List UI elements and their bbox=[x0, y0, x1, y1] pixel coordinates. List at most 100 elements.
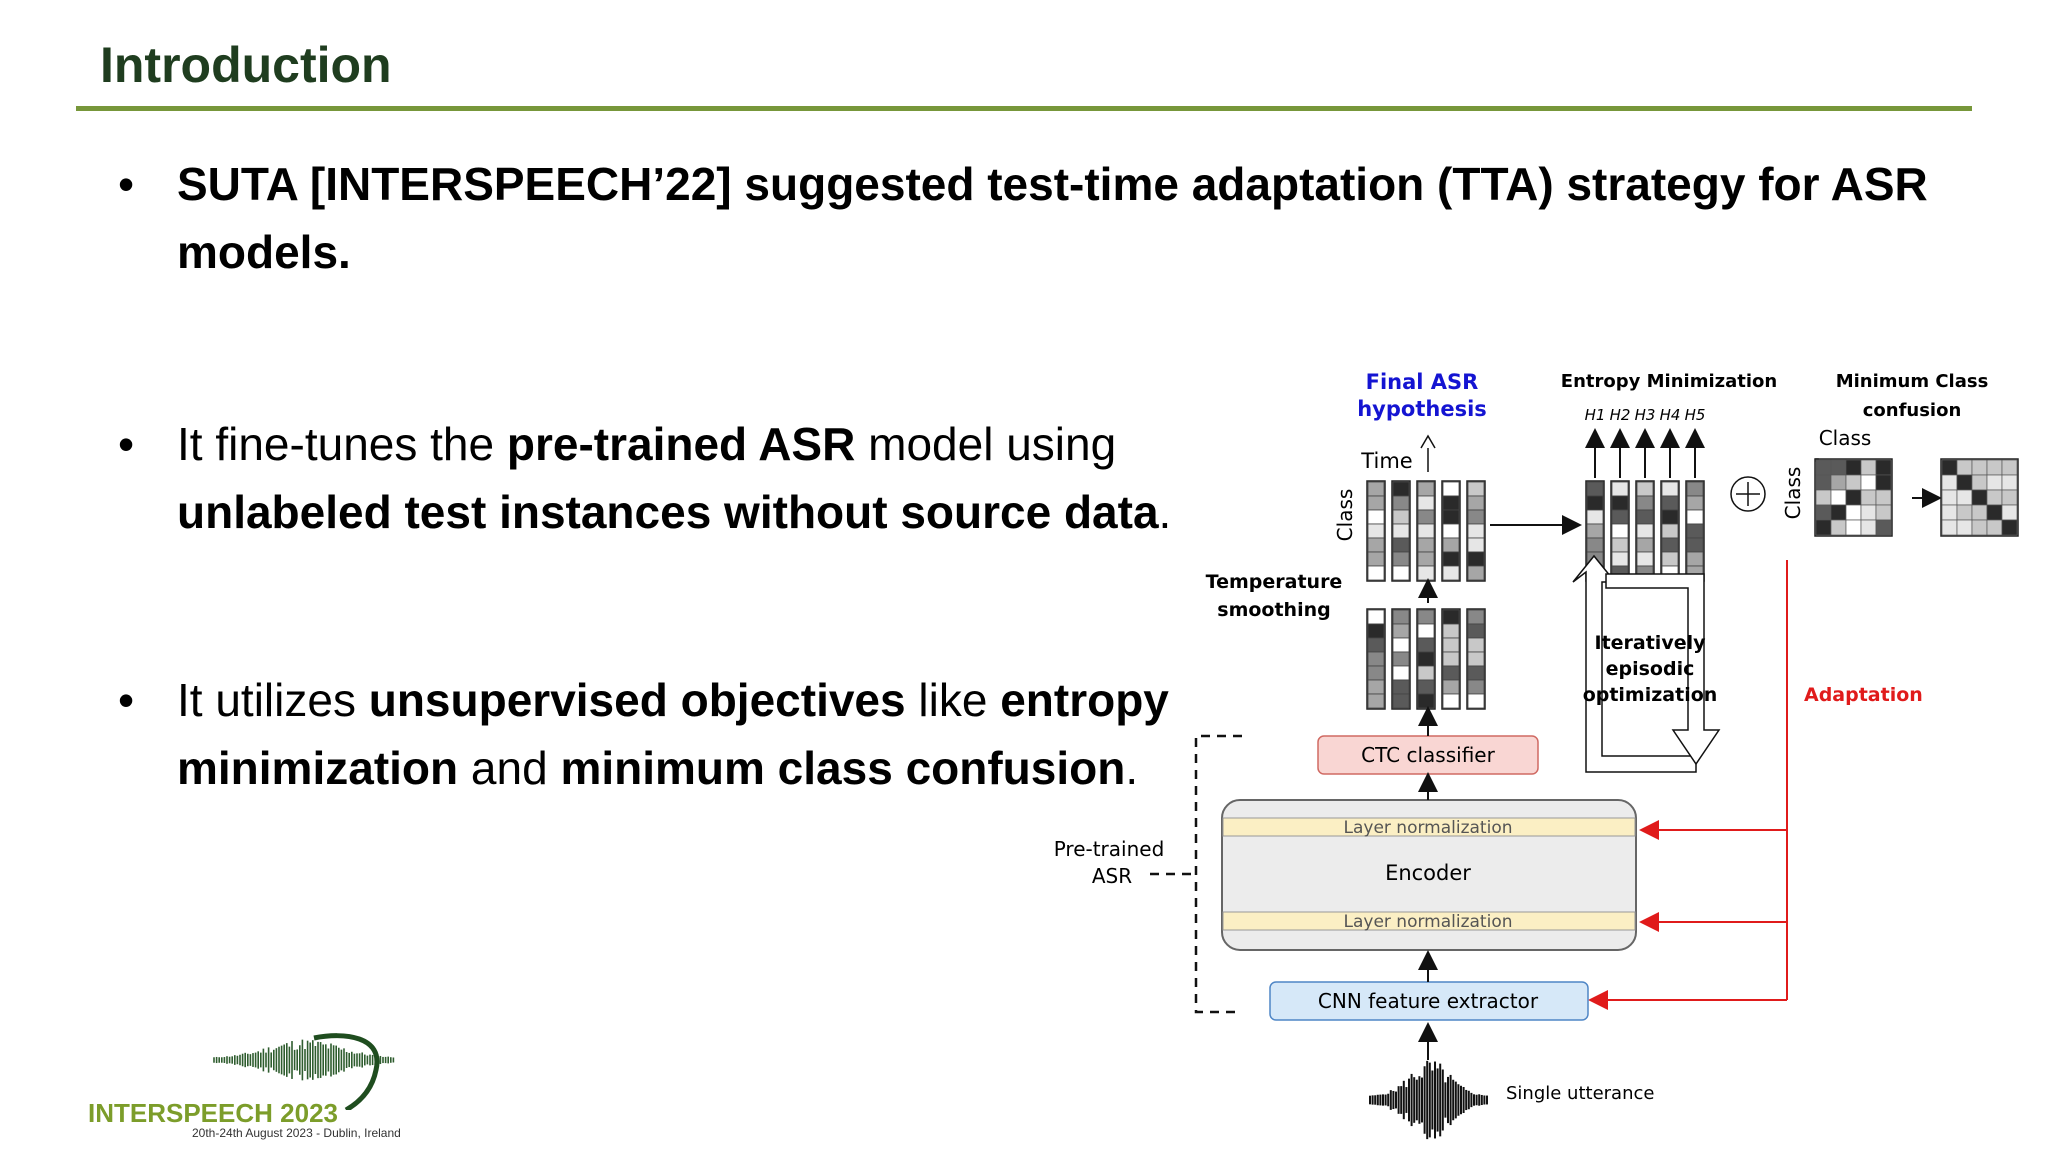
bullet-3-segment: minimization bbox=[177, 742, 459, 794]
grid-cell bbox=[1860, 474, 1877, 491]
grid-cell bbox=[2001, 504, 2018, 521]
class-label-right: Class bbox=[1781, 467, 1805, 520]
matrix-cell bbox=[1467, 651, 1485, 667]
final-asr-label-2: hypothesis bbox=[1357, 397, 1487, 421]
matrix-cell bbox=[1467, 565, 1485, 581]
matrix-cell bbox=[1586, 537, 1604, 553]
pretrained-label-1: Pre-trained bbox=[1054, 837, 1165, 861]
matrix-cell bbox=[1661, 495, 1679, 511]
grid-cell bbox=[1986, 504, 2003, 521]
bullet-2-segment: . bbox=[1158, 486, 1172, 538]
bullet-3-segment: It utilizes bbox=[177, 674, 369, 726]
entropy-symbol: H3 bbox=[1635, 406, 1656, 424]
matrix-column bbox=[1391, 480, 1411, 582]
matrix-cell bbox=[1392, 523, 1410, 539]
grid-cell bbox=[1986, 489, 2003, 506]
bullet-3-line-2: minimization and minimum class confusion… bbox=[177, 734, 1138, 802]
grid-cell bbox=[1971, 474, 1988, 491]
matrix-column bbox=[1391, 608, 1411, 710]
matrix-cell bbox=[1367, 609, 1385, 625]
matrix-cell bbox=[1417, 693, 1435, 709]
class-label-left: Class bbox=[1333, 489, 1357, 542]
matrix-cell bbox=[1661, 481, 1679, 497]
grid-cell bbox=[1956, 459, 1973, 476]
matrix-cell bbox=[1442, 565, 1460, 581]
matrix-cell bbox=[1636, 509, 1654, 525]
matrix-cell bbox=[1367, 509, 1385, 525]
probability-matrix-top bbox=[1366, 480, 1486, 582]
iterative-label-2: episodic bbox=[1606, 658, 1695, 680]
grid-cell bbox=[1845, 489, 1862, 506]
grid-cell bbox=[2001, 519, 2018, 536]
matrix-cell bbox=[1636, 551, 1654, 567]
matrix-cell bbox=[1367, 651, 1385, 667]
matrix-column bbox=[1466, 480, 1486, 582]
matrix-cell bbox=[1367, 495, 1385, 511]
matrix-cell bbox=[1636, 495, 1654, 511]
matrix-cell bbox=[1636, 523, 1654, 539]
matrix-cell bbox=[1467, 693, 1485, 709]
matrix-cell bbox=[1467, 637, 1485, 653]
time-label: Time bbox=[1360, 449, 1412, 473]
matrix-cell bbox=[1392, 665, 1410, 681]
grid-cell bbox=[1971, 459, 1988, 476]
matrix-cell bbox=[1442, 623, 1460, 639]
matrix-cell bbox=[1586, 495, 1604, 511]
matrix-cell bbox=[1467, 537, 1485, 553]
matrix-cell bbox=[1392, 551, 1410, 567]
matrix-cell bbox=[1392, 565, 1410, 581]
pretrained-bracket bbox=[1194, 734, 1242, 1014]
grid-cell bbox=[1830, 519, 1847, 536]
bullet-marker: • bbox=[118, 418, 135, 470]
matrix-cell bbox=[1636, 537, 1654, 553]
grid-cell bbox=[1956, 489, 1973, 506]
matrix-cell bbox=[1367, 565, 1385, 581]
grid-cell bbox=[1860, 489, 1877, 506]
bullet-3-segment: minimum class confusion bbox=[560, 742, 1126, 794]
matrix-cell bbox=[1417, 523, 1435, 539]
interspeech-logo bbox=[213, 1033, 395, 1110]
matrix-cell bbox=[1417, 679, 1435, 695]
matrix-column bbox=[1466, 608, 1486, 710]
matrix-cell bbox=[1392, 509, 1410, 525]
layer-norm-top-box bbox=[1222, 817, 1636, 837]
probability-matrix-bottom bbox=[1366, 608, 1486, 710]
logo-waveform bbox=[213, 1039, 395, 1081]
slide-title: Introduction bbox=[100, 37, 392, 93]
bullet-1-segment: models. bbox=[177, 226, 351, 278]
matrix-cell bbox=[1392, 623, 1410, 639]
matrix-cell bbox=[1392, 679, 1410, 695]
bullet-1-line-1: SUTA [INTERSPEECH’22] suggested test-tim… bbox=[177, 150, 1928, 218]
matrix-cell bbox=[1467, 623, 1485, 639]
matrix-cell bbox=[1442, 651, 1460, 667]
matrix-cell bbox=[1611, 537, 1629, 553]
matrix-cell bbox=[1686, 481, 1704, 497]
grid-cell bbox=[1875, 459, 1892, 476]
matrix-cell bbox=[1442, 551, 1460, 567]
logo-wordmark: INTERSPEECH 2023 bbox=[88, 1098, 338, 1128]
confusion-matrix-2 bbox=[1940, 458, 2019, 537]
matrix-cell bbox=[1686, 537, 1704, 553]
matrix-cell bbox=[1586, 523, 1604, 539]
matrix-cell bbox=[1417, 551, 1435, 567]
bullet-1-segment: SUTA [INTERSPEECH’22] suggested test-tim… bbox=[177, 158, 1928, 210]
grid-cell bbox=[1830, 474, 1847, 491]
grid-cell bbox=[1971, 504, 1988, 521]
grid-cell bbox=[1941, 489, 1958, 506]
ctc-classifier-label: CTC classifier bbox=[1361, 743, 1495, 767]
temperature-label-2: smoothing bbox=[1217, 599, 1330, 621]
grid-cell bbox=[1986, 459, 2003, 476]
grid-cell bbox=[1956, 474, 1973, 491]
layer-norm-top-label: Layer normalization bbox=[1344, 818, 1513, 838]
matrix-cell bbox=[1611, 495, 1629, 511]
matrix-cell bbox=[1442, 609, 1460, 625]
matrix-cell bbox=[1686, 495, 1704, 511]
grid-cell bbox=[2001, 459, 2018, 476]
matrix-cell bbox=[1467, 523, 1485, 539]
bullet-3-segment: unsupervised objectives bbox=[368, 674, 906, 726]
logo-subtitle: 20th-24th August 2023 - Dublin, Ireland bbox=[192, 1126, 401, 1140]
matrix-cell bbox=[1417, 481, 1435, 497]
grid-cell bbox=[1830, 489, 1847, 506]
grid-cell bbox=[1845, 459, 1862, 476]
matrix-cell bbox=[1661, 523, 1679, 539]
